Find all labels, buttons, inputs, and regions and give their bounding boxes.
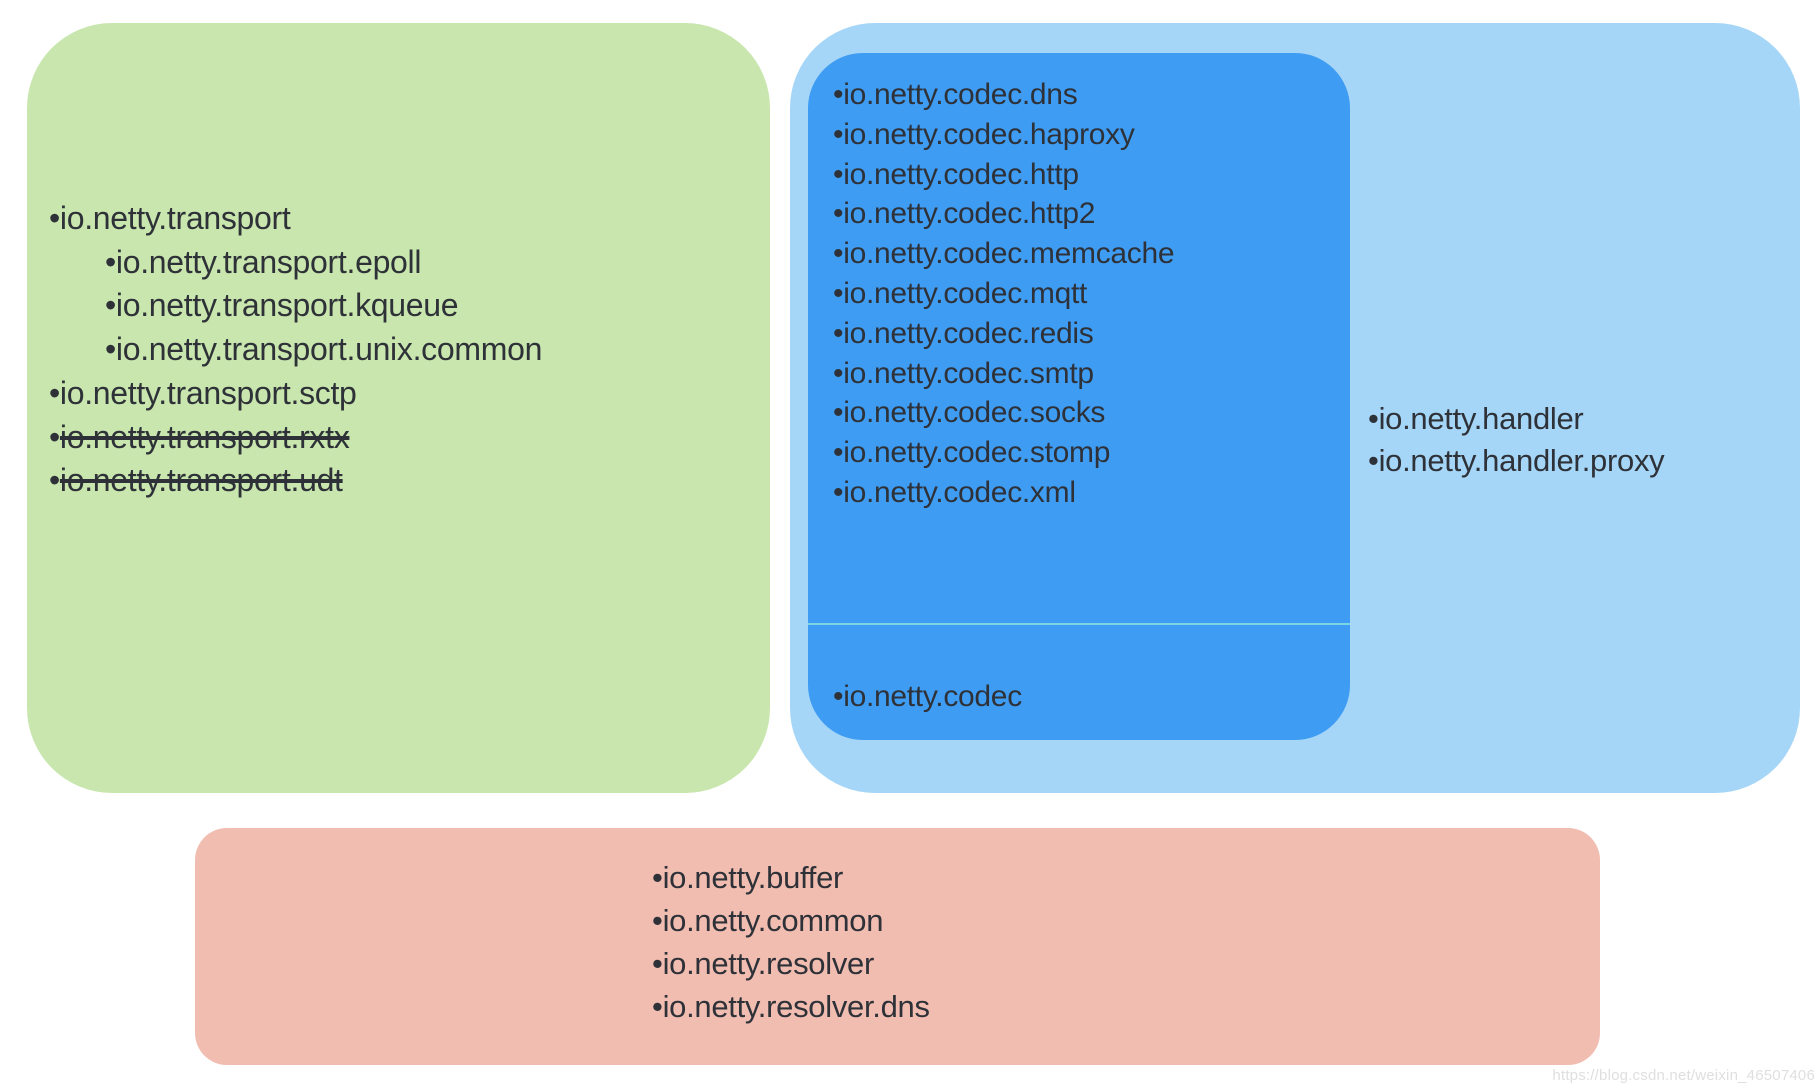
bullet-icon: • [1368,443,1379,478]
bullet-icon: • [49,462,60,499]
package-item: •io.netty.common [652,899,930,942]
package-name: io.netty.resolver [662,946,875,981]
bullet-icon: • [652,903,663,938]
package-name: io.netty.transport.rxtx [59,418,350,455]
bullet-icon: • [652,989,663,1024]
package-name: io.netty.codec.xml [843,475,1076,509]
codec-packages-box: •io.netty.codec.dns•io.netty.codec.hapro… [808,53,1350,740]
package-item: •io.netty.transport.rxtx [49,416,542,460]
package-name: io.netty.codec.http [843,157,1079,191]
package-name: io.netty.transport.unix.common [115,331,543,368]
bullet-icon: • [833,78,844,111]
bullet-icon: • [833,356,844,390]
codec-divider [808,623,1350,625]
package-name: io.netty.codec.socks [843,396,1106,430]
package-name: io.netty.common [662,903,884,938]
bullet-icon: • [833,117,844,151]
package-name: io.netty.codec.mqtt [843,276,1088,310]
package-name: io.netty.codec.dns [843,78,1078,111]
package-name: io.netty.codec.stomp [843,436,1111,470]
bullet-icon: • [652,860,663,895]
package-item: •io.netty.transport [49,197,542,241]
bullet-icon: • [833,276,844,310]
package-item: •io.netty.codec.haproxy [833,115,1174,155]
transport-package-list: •io.netty.transport•io.netty.transport.e… [49,197,542,503]
transport-packages-box: •io.netty.transport•io.netty.transport.e… [27,23,770,793]
package-item: •io.netty.codec.smtp [833,354,1174,394]
package-item: •io.netty.resolver [652,942,930,985]
package-item: •io.netty.handler.proxy [1368,440,1665,482]
package-name: io.netty.transport.udt [59,462,343,499]
handler-package-list: •io.netty.handler•io.netty.handler.proxy [1368,398,1665,482]
codec-package-list: •io.netty.codec.dns•io.netty.codec.hapro… [833,75,1175,513]
package-item: •io.netty.transport.unix.common [49,328,542,372]
bullet-icon: • [833,157,844,191]
bullet-icon: • [652,946,663,981]
package-item: •io.netty.codec.xml [833,473,1174,513]
package-name: io.netty.handler [1378,401,1584,436]
package-item: •io.netty.codec [833,677,1022,717]
package-name: io.netty.codec.memcache [843,237,1175,271]
watermark: https://blog.csdn.net/weixin_46507406 [1552,1067,1815,1084]
package-item: •io.netty.transport.epoll [49,241,542,285]
package-name: io.netty.handler.proxy [1378,443,1665,478]
bullet-icon: • [105,287,116,324]
bullet-icon: • [833,237,844,271]
package-item: •io.netty.handler [1368,398,1664,440]
package-item: •io.netty.resolver.dns [652,985,930,1028]
package-item: •io.netty.transport.kqueue [49,284,542,328]
package-name: io.netty.codec.http2 [843,197,1096,231]
package-item: •io.netty.codec.mqtt [833,274,1174,314]
package-item: •io.netty.transport.sctp [49,372,542,416]
package-item: •io.netty.codec.dns [833,75,1174,115]
bullet-icon: • [833,316,844,350]
package-name: io.netty.codec.haproxy [843,117,1135,151]
bullet-icon: • [833,475,844,509]
bullet-icon: • [833,396,844,430]
bullet-icon: • [105,331,116,368]
package-item: •io.netty.codec.http2 [833,194,1174,234]
bullet-icon: • [49,374,60,411]
package-item: •io.netty.codec.socks [833,393,1174,433]
package-name: io.netty.transport.sctp [59,374,357,411]
package-item: •io.netty.buffer [652,856,930,899]
package-name: io.netty.codec.redis [843,316,1094,350]
package-item: •io.netty.codec.redis [833,314,1174,354]
package-name: io.netty.transport [59,200,291,236]
bullet-icon: • [1368,401,1379,436]
package-name: io.netty.resolver.dns [662,989,930,1024]
package-name: io.netty.codec.smtp [843,356,1094,390]
bullet-icon: • [833,680,844,713]
core-packages-box: •io.netty.buffer•io.netty.common•io.nett… [195,828,1600,1065]
package-item: •io.netty.codec.memcache [833,234,1175,274]
core-package-list: •io.netty.buffer•io.netty.common•io.nett… [652,856,930,1028]
package-item: •io.netty.transport.udt [49,459,542,503]
handler-codec-box: •io.netty.codec.dns•io.netty.codec.hapro… [790,23,1800,793]
bullet-icon: • [833,436,844,470]
package-item: •io.netty.codec.stomp [833,433,1174,473]
bullet-icon: • [833,197,844,231]
package-name: io.netty.buffer [662,860,844,895]
package-name: io.netty.transport.epoll [115,243,422,280]
package-name: io.netty.codec [843,680,1022,713]
package-name: io.netty.transport.kqueue [115,287,459,324]
bullet-icon: • [49,418,60,455]
package-item: •io.netty.codec.http [833,155,1174,195]
bullet-icon: • [105,243,116,280]
bullet-icon: • [49,200,60,236]
